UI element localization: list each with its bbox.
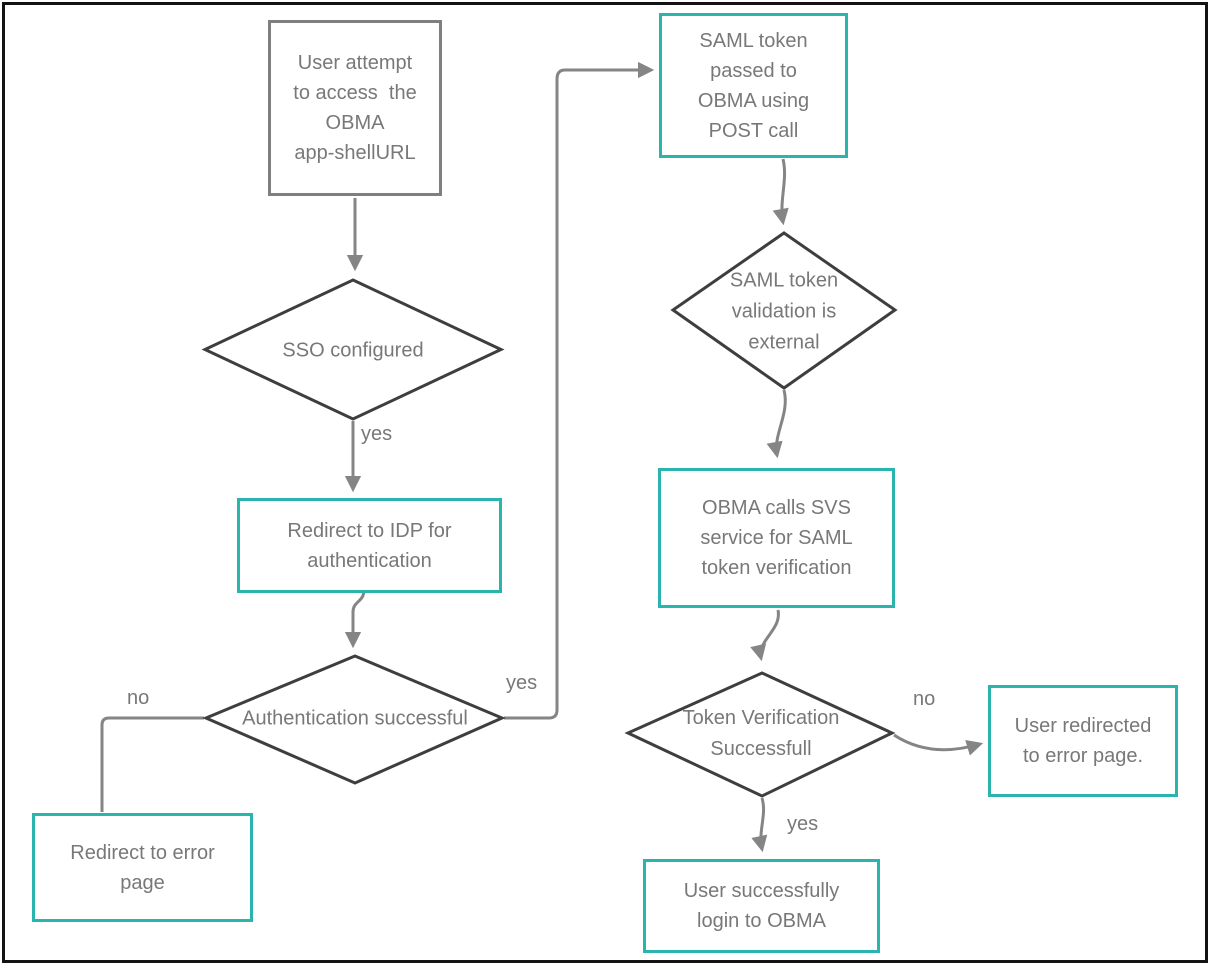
node-redirect-error-label: Redirect to error page — [70, 841, 215, 894]
edge-token-yes-to-user-login — [751, 797, 768, 853]
edge-auth-no-to-redirect-error — [100, 716, 204, 812]
edge-obma-calls-to-token-verification — [750, 609, 780, 662]
node-saml-token-post: SAML token passed to OBMA using POST cal… — [659, 13, 848, 158]
node-redirect-idp-label: Redirect to IDP for authentication — [287, 519, 452, 572]
edge-auth-yes-to-saml-token — [504, 61, 655, 720]
edge-token-no-to-user-redirected — [893, 733, 984, 756]
diamond-saml-token-validation — [670, 231, 898, 390]
node-user-redirected-error-label: User redirected to error page. — [1014, 715, 1152, 767]
edge-saml-token-to-validation — [772, 158, 789, 226]
node-user-redirected-error: User redirected to error page. — [988, 685, 1178, 797]
diamond-token-verification — [624, 671, 896, 798]
node-obma-calls-svs: OBMA calls SVS service for SAML token ve… — [658, 468, 895, 608]
edge-validation-to-obma-calls — [766, 389, 787, 459]
node-user-attempt-label: User attempt to access the OBMA app-shel… — [293, 52, 417, 164]
edge-redirect-idp-to-auth — [344, 589, 366, 649]
edge-label-auth-no: no — [127, 687, 150, 709]
edge-label-token-no: no — [913, 688, 936, 710]
edge-label-sso-yes: yes — [361, 423, 393, 445]
diamond-sso-configured-label: SSO configured — [282, 339, 424, 362]
node-redirect-idp: Redirect to IDP for authentication — [237, 498, 502, 593]
node-redirect-error: Redirect to error page — [32, 813, 253, 922]
node-user-login-label: User successfully login to OBMA — [683, 880, 840, 932]
diamond-authentication-successful-label: Authentication successful — [242, 707, 468, 730]
node-user-attempt: User attempt to access the OBMA app-shel… — [268, 20, 442, 196]
diamond-sso-configured — [201, 278, 505, 421]
node-obma-calls-svs-label: OBMA calls SVS service for SAML token ve… — [700, 497, 853, 579]
edge-label-auth-yes: yes — [506, 672, 538, 694]
diamond-saml-token-validation-label: SAML token validation is external — [729, 269, 839, 354]
node-saml-token-post-label: SAML token passed to OBMA using POST cal… — [697, 29, 810, 142]
edge-label-token-yes: yes — [787, 813, 819, 835]
diamond-token-verification-label: Token Verification Successfull — [682, 707, 840, 760]
node-user-login: User successfully login to OBMA — [643, 859, 880, 953]
diamond-authentication-successful — [202, 654, 506, 785]
